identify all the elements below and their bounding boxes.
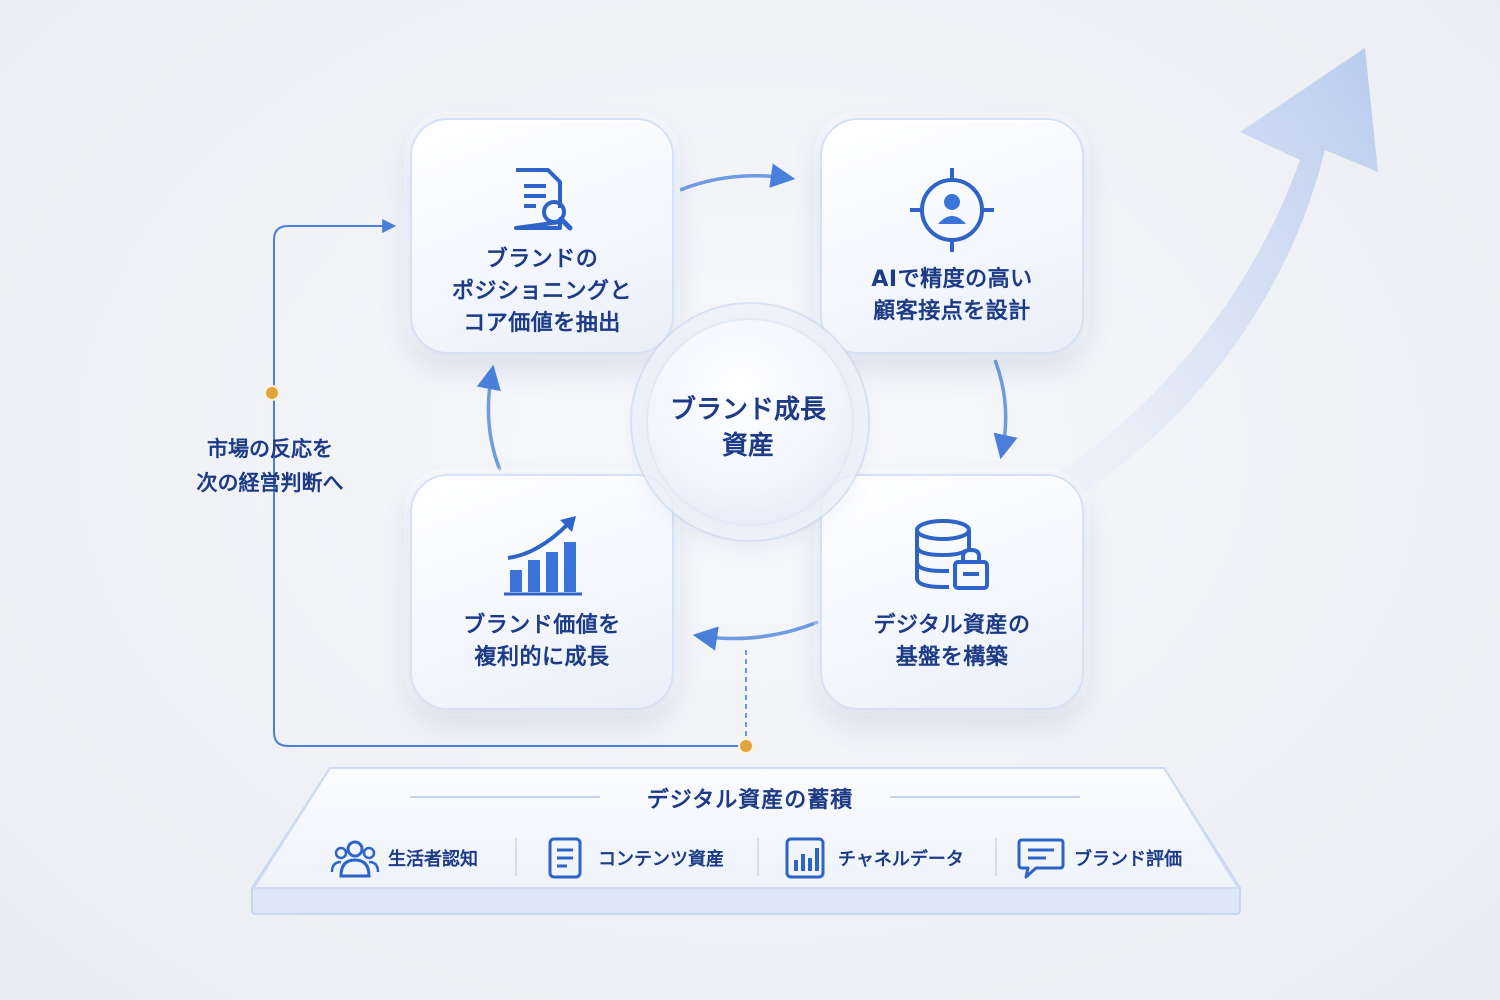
step-label-digital-foundation: デジタル資産の 基盤を構築 <box>873 613 1031 670</box>
step-label-compound-growth: ブランド価値を 複利的に成長 <box>463 613 621 670</box>
cycle-arrow-top <box>679 163 796 192</box>
center-hub <box>646 318 854 526</box>
platform-item-label: チャネルデータ <box>838 849 964 870</box>
step-label-ai-touchpoints: AIで精度の高い 顧客接点を設計 <box>871 267 1033 324</box>
platform-title: デジタル資産の蓄積 <box>646 788 854 813</box>
center-label: ブランド成長 資産 <box>669 395 826 461</box>
cycle-arrow-right <box>993 359 1018 460</box>
feedback-label: 市場の反応を 次の経営判断へ <box>196 437 344 495</box>
step-card-ai-touchpoints: AIで精度の高い 顧客接点を設計 <box>820 118 1084 354</box>
bar-chart-icon <box>785 837 825 879</box>
feedback-loop-line <box>273 219 746 747</box>
step-card-digital-foundation: デジタル資産の 基盤を構築 <box>820 474 1084 710</box>
platform-top <box>252 767 1240 889</box>
platform-item-label: 生活者認知 <box>388 849 478 870</box>
people-icon <box>330 840 380 878</box>
cycle-arrow-bottom <box>692 620 819 651</box>
feedback-node-top <box>264 385 280 401</box>
chat-bubble-icon <box>1017 838 1065 879</box>
platform-item-channel-data: チャネルデータ <box>780 836 964 880</box>
platform-item-brand-rating: ブランド評価 <box>1016 836 1182 880</box>
document-search-icon <box>514 168 573 231</box>
platform-item-awareness: 生活者認知 <box>330 836 478 880</box>
growth-bar-chart-icon <box>504 516 582 596</box>
platform-item-label: ブランド評価 <box>1074 849 1182 870</box>
database-lock-icon <box>915 519 989 590</box>
step-card-compound-growth: ブランド価値を 複利的に成長 <box>410 474 674 710</box>
target-user-icon <box>910 168 994 252</box>
document-icon <box>548 837 582 879</box>
step-card-positioning: ブランドの ポジショニングと コア価値を抽出 <box>410 118 674 354</box>
feedback-node-bottom <box>738 738 754 754</box>
step-label-positioning: ブランドの ポジショニングと コア価値を抽出 <box>451 247 632 336</box>
platform-item-content: コンテンツ資産 <box>540 836 724 880</box>
growth-trend-arrow <box>1030 48 1378 520</box>
platform-item-label: コンテンツ資産 <box>598 849 724 870</box>
cycle-arrow-left <box>476 364 502 471</box>
